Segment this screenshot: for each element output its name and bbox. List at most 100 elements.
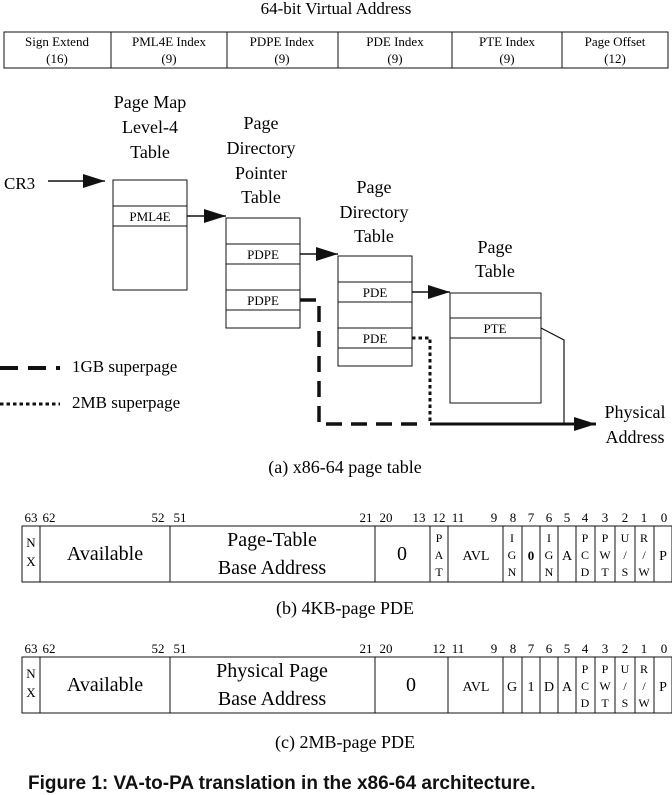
svg-text:N: N bbox=[26, 666, 36, 681]
table-title-pdpt: Pointer bbox=[235, 163, 287, 183]
svg-text:P: P bbox=[436, 531, 443, 545]
table-title-pml4: Table bbox=[130, 142, 170, 162]
table-title-pml4: Page Map bbox=[114, 92, 186, 112]
table-title-pdpt: Table bbox=[241, 187, 281, 207]
svg-text:62: 62 bbox=[43, 641, 56, 656]
pd-table bbox=[337, 255, 413, 367]
svg-text:N: N bbox=[508, 565, 517, 579]
va-field-name: Page Offset bbox=[585, 34, 646, 49]
svg-text:0: 0 bbox=[661, 510, 668, 525]
svg-text:T: T bbox=[601, 696, 609, 710]
entry-pde: PDE bbox=[363, 331, 388, 346]
svg-text:Physical Page: Physical Page bbox=[216, 660, 328, 682]
svg-text:P: P bbox=[602, 662, 609, 676]
pde4k-register bbox=[21, 525, 672, 583]
svg-text:9: 9 bbox=[491, 510, 498, 525]
table-title-pdpt: Directory bbox=[227, 138, 296, 158]
entry-pte: PTE bbox=[483, 321, 506, 336]
svg-text:D: D bbox=[581, 696, 590, 710]
pde4k-fields: N X Available Page-Table Base Address 0 … bbox=[26, 529, 667, 579]
svg-text:63: 63 bbox=[25, 510, 38, 525]
svg-text:4: 4 bbox=[582, 510, 589, 525]
svg-text:W: W bbox=[599, 548, 611, 562]
svg-text:7: 7 bbox=[528, 510, 535, 525]
svg-text:D: D bbox=[581, 565, 590, 579]
svg-text:21: 21 bbox=[360, 510, 373, 525]
1gb-superpage-path bbox=[300, 298, 422, 426]
svg-text:D: D bbox=[544, 680, 554, 695]
pdp-table bbox=[225, 217, 301, 329]
pml4-table bbox=[112, 179, 188, 291]
table-title-pd: Directory bbox=[340, 202, 409, 222]
pde2m-bit-numbers: 63 62 52 51 21 20 12 11 9 8 7 6 5 4 3 2 … bbox=[25, 641, 668, 656]
svg-text:21: 21 bbox=[360, 641, 373, 656]
svg-text:11: 11 bbox=[452, 641, 465, 656]
table-title-pdpt: Page bbox=[244, 113, 279, 133]
svg-text:2: 2 bbox=[622, 510, 629, 525]
svg-text:T: T bbox=[601, 565, 609, 579]
svg-text:4: 4 bbox=[582, 641, 589, 656]
svg-text:N: N bbox=[545, 565, 554, 579]
svg-text:A: A bbox=[562, 680, 573, 695]
entry-pde: PDE bbox=[363, 285, 388, 300]
svg-text:AVL: AVL bbox=[463, 680, 490, 695]
svg-text:S: S bbox=[622, 696, 629, 710]
svg-text:0: 0 bbox=[406, 674, 416, 696]
svg-text:I: I bbox=[547, 531, 551, 545]
svg-text:N: N bbox=[26, 535, 36, 550]
svg-text:W: W bbox=[638, 696, 650, 710]
svg-text:P: P bbox=[582, 531, 589, 545]
va-field-boxes bbox=[3, 31, 669, 69]
va-title: 64-bit Virtual Address bbox=[261, 0, 412, 18]
svg-text:C: C bbox=[581, 548, 589, 562]
svg-text:S: S bbox=[622, 565, 629, 579]
svg-text:P: P bbox=[582, 662, 589, 676]
svg-text:6: 6 bbox=[546, 510, 553, 525]
entry-pdpe: PDPE bbox=[247, 247, 279, 262]
svg-text:11: 11 bbox=[452, 510, 465, 525]
svg-text:G: G bbox=[507, 680, 517, 695]
svg-text:U: U bbox=[621, 531, 630, 545]
svg-text:0: 0 bbox=[528, 548, 535, 563]
table-boxes bbox=[112, 179, 542, 404]
svg-text:1: 1 bbox=[641, 641, 648, 656]
va-field-bits: (9) bbox=[161, 51, 176, 66]
va-field-name: PTE Index bbox=[479, 34, 535, 49]
va-field-bits: (16) bbox=[46, 51, 68, 66]
va-field-bits: (9) bbox=[499, 51, 514, 66]
legend-2mb-label: 2MB superpage bbox=[72, 393, 180, 412]
svg-text:1: 1 bbox=[528, 680, 535, 695]
caption-c: (c) 2MB-page PDE bbox=[275, 732, 415, 753]
va-field-name: PDE Index bbox=[366, 34, 424, 49]
output-label: Physical bbox=[605, 402, 666, 422]
svg-text:0: 0 bbox=[661, 641, 668, 656]
va-field-bits: (9) bbox=[274, 51, 289, 66]
svg-text:Available: Available bbox=[67, 674, 143, 696]
svg-text:U: U bbox=[621, 662, 630, 676]
page-table bbox=[449, 292, 542, 404]
svg-text:A: A bbox=[435, 548, 444, 562]
svg-text:R: R bbox=[640, 531, 648, 545]
svg-text:62: 62 bbox=[43, 510, 56, 525]
svg-text:P: P bbox=[659, 549, 667, 564]
pde2m-fields: N X Available Physical Page Base Address… bbox=[26, 660, 667, 710]
entry-pdpe: PDPE bbox=[247, 293, 279, 308]
svg-text:P: P bbox=[602, 531, 609, 545]
va-field-bits: (12) bbox=[604, 51, 626, 66]
svg-text:63: 63 bbox=[25, 641, 38, 656]
svg-text:/: / bbox=[642, 679, 646, 693]
svg-text:51: 51 bbox=[174, 641, 187, 656]
svg-text:51: 51 bbox=[174, 510, 187, 525]
svg-text:W: W bbox=[599, 679, 611, 693]
caption-b: (b) 4KB-page PDE bbox=[276, 598, 414, 619]
svg-text:G: G bbox=[545, 548, 554, 562]
pde2m-register bbox=[21, 656, 672, 714]
svg-text:T: T bbox=[435, 565, 443, 579]
svg-text:2: 2 bbox=[622, 641, 629, 656]
svg-text:3: 3 bbox=[602, 510, 609, 525]
svg-text:6: 6 bbox=[546, 641, 553, 656]
svg-text:Base Address: Base Address bbox=[218, 557, 327, 579]
svg-text:8: 8 bbox=[510, 641, 517, 656]
svg-text:/: / bbox=[642, 548, 646, 562]
